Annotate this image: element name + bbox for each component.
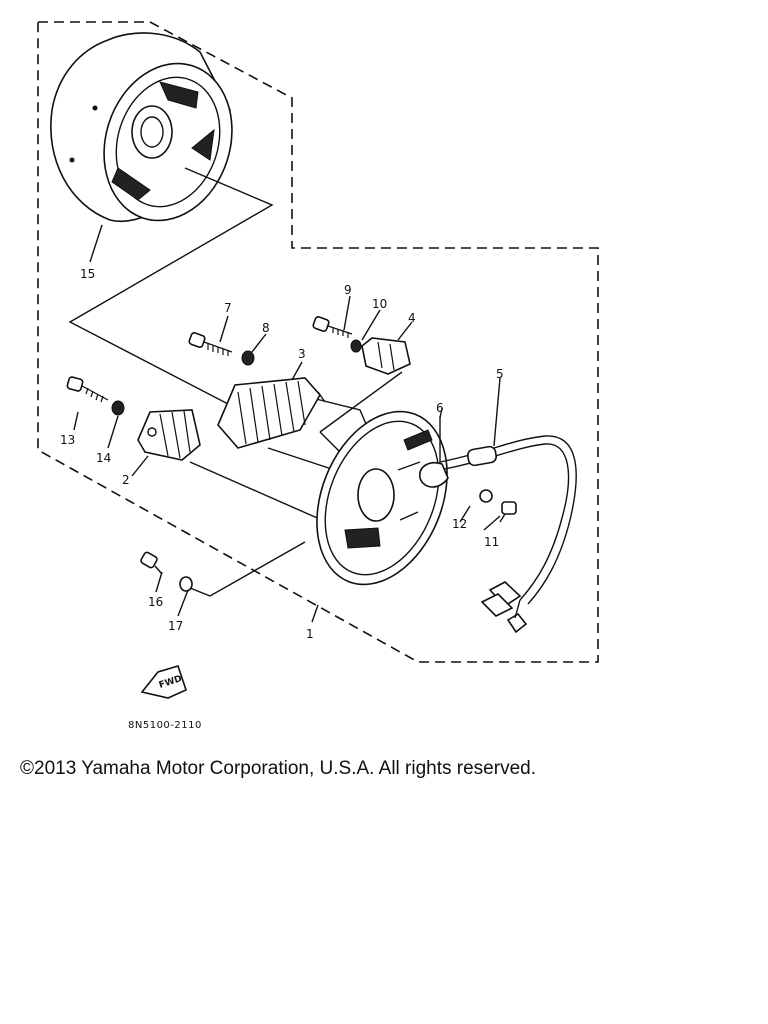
forward-arrow-icon: FWD <box>140 665 187 699</box>
callout-17: 17 <box>168 619 183 633</box>
lighting-coil <box>361 337 411 375</box>
callout-7: 7 <box>224 301 232 315</box>
pulser-coil <box>137 409 201 461</box>
callout-12: 12 <box>452 517 467 531</box>
callout-2: 2 <box>122 473 130 487</box>
callout-13: 13 <box>60 433 75 447</box>
callout-1: 1 <box>306 627 314 641</box>
callout-6: 6 <box>436 401 444 415</box>
charge-coil <box>217 377 326 449</box>
wire-clamp <box>419 416 449 488</box>
callout-5: 5 <box>496 367 504 381</box>
copyright-notice: ©2013 Yamaha Motor Corporation, U.S.A. A… <box>20 758 536 779</box>
exploded-parts-diagram: 1 2 3 4 5 6 7 8 9 10 11 12 13 14 15 16 1… <box>37 21 599 731</box>
callout-8: 8 <box>262 321 270 335</box>
callout-14: 14 <box>96 451 111 465</box>
washer-8 <box>241 350 255 366</box>
washer-17 <box>179 576 193 592</box>
assembly-boundary <box>37 21 599 663</box>
stator-base-plate <box>316 410 448 586</box>
wire-harness <box>439 435 577 634</box>
callout-15: 15 <box>80 267 95 281</box>
callout-10: 10 <box>372 297 387 311</box>
callout-4: 4 <box>408 311 416 325</box>
callout-3: 3 <box>298 347 306 361</box>
callout-11: 11 <box>484 535 499 549</box>
screw-16 <box>140 551 163 575</box>
screw-9 <box>312 316 353 338</box>
washer-12 <box>479 489 493 503</box>
flywheel-rotor <box>50 32 233 223</box>
screw-7 <box>188 332 233 356</box>
leader-lines <box>73 224 501 623</box>
callout-9: 9 <box>344 283 352 297</box>
screw-11 <box>499 501 517 523</box>
washer-10 <box>350 339 362 353</box>
diagram-code: 8N5100-2110 <box>128 720 202 731</box>
callout-16: 16 <box>148 595 163 609</box>
washer-14 <box>111 400 125 416</box>
screw-13 <box>66 376 109 403</box>
